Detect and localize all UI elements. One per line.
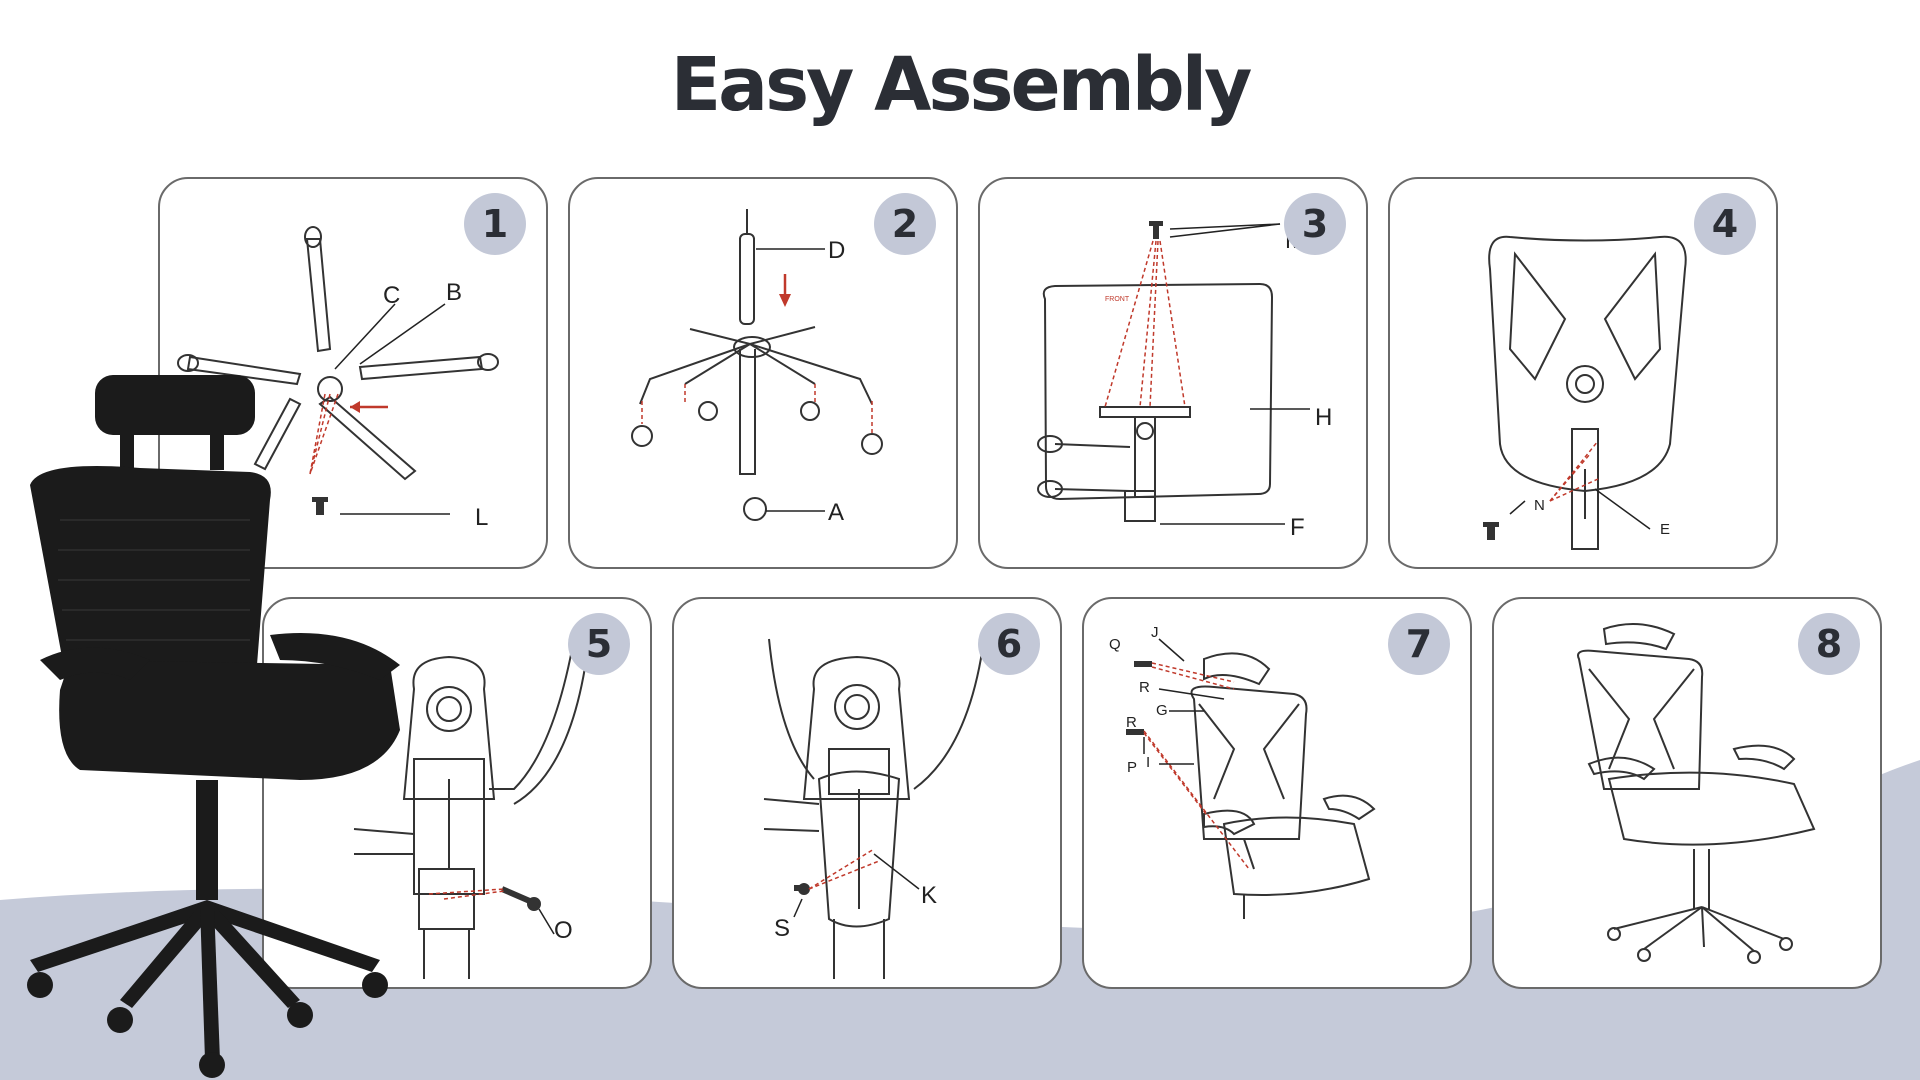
step-number-badge: 1 [464, 193, 526, 255]
part-label-i: I [1146, 754, 1151, 771]
part-label-a: A [828, 499, 845, 526]
part-label-g: G [1156, 702, 1168, 719]
part-label-r-top: R [1139, 679, 1150, 696]
part-label-q: Q [1109, 636, 1121, 653]
step-number-badge: 5 [568, 613, 630, 675]
part-label-p: P [1127, 759, 1138, 776]
step-3-diagram [1037, 221, 1310, 525]
step-number-badge: 7 [1388, 613, 1450, 675]
step-4-diagram [1483, 235, 1687, 550]
step-number-badge: 8 [1798, 613, 1860, 675]
step-2-card: D A 2 [568, 177, 958, 569]
part-label-c: C [383, 282, 401, 309]
part-label-f: F [1290, 514, 1305, 541]
step-1-diagram [177, 226, 499, 515]
page-title: Easy Assembly [670, 42, 1253, 128]
front-marker: FRONT [1105, 296, 1130, 303]
step-3-card: FRONT M H F 3 [978, 177, 1368, 569]
part-label-l: L [475, 504, 489, 531]
part-label-r-bottom: R [1126, 714, 1137, 731]
part-label-d: D [828, 237, 846, 264]
part-label-j: J [1151, 624, 1159, 641]
part-label-s: S [774, 915, 791, 942]
step-number-badge: 6 [978, 613, 1040, 675]
part-label-b: B [446, 279, 463, 306]
step-6-diagram [763, 638, 985, 979]
part-label-k: K [921, 882, 938, 909]
step-8-card: 8 [1492, 597, 1882, 989]
step-7-diagram [1126, 638, 1376, 919]
office-chair-image [27, 375, 401, 1078]
step-number-badge: 2 [874, 193, 936, 255]
step-2-diagram [631, 209, 883, 521]
part-label-e: E [1660, 521, 1671, 538]
part-label-n: N [1534, 497, 1545, 514]
step-5-diagram [353, 638, 590, 979]
step-number-badge: 4 [1694, 193, 1756, 255]
part-label-o: O [554, 917, 573, 944]
step-6-card: K S 6 [672, 597, 1062, 989]
step-number-badge: 3 [1284, 193, 1346, 255]
step-4-card: N E 4 [1388, 177, 1778, 569]
part-label-h: H [1315, 404, 1333, 431]
step-7-card: J Q R I G R P 7 [1082, 597, 1472, 989]
step-1-card: C B L 1 [158, 177, 548, 569]
step-8-diagram [1577, 623, 1816, 964]
